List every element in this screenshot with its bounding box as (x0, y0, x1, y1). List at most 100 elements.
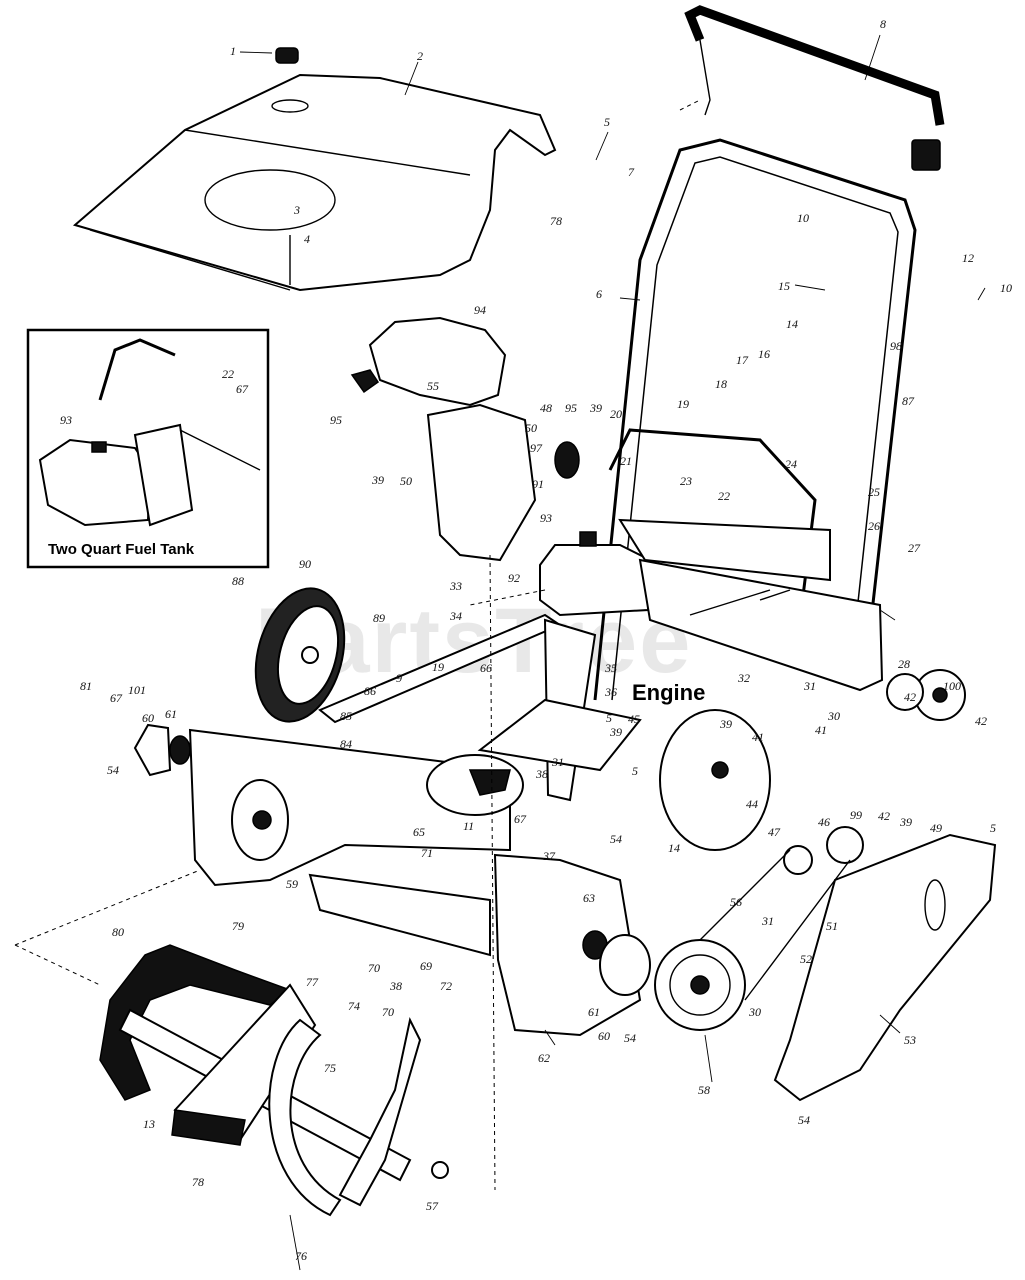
callout-number: 92 (508, 571, 520, 585)
callout-number: 66 (480, 661, 492, 675)
callout-number: 77 (306, 975, 319, 989)
callout-number: 90 (299, 557, 311, 571)
callout-number: 38 (535, 767, 548, 781)
auger-housing (188, 728, 651, 1037)
callout-number: 86 (364, 684, 376, 698)
callout-number: 71 (421, 846, 433, 860)
callout-number: 70 (368, 961, 380, 975)
callout-number: 5 (606, 711, 612, 725)
callout-number: 80 (112, 925, 124, 939)
callout-number: 84 (340, 737, 352, 751)
callout-number: 39 (899, 815, 912, 829)
callout-number: 25 (868, 485, 880, 499)
callout-number: 26 (868, 519, 880, 533)
callout-number: 62 (538, 1051, 550, 1065)
callout-number: 19 (677, 397, 689, 411)
callout-number: 16 (758, 347, 770, 361)
callout-number: 41 (815, 723, 827, 737)
callout-number: 5 (604, 115, 610, 129)
callout-number: 74 (348, 999, 360, 1013)
top-cover (72, 47, 557, 292)
callout-number: 30 (748, 1005, 761, 1019)
callout-number: 41 (752, 730, 764, 744)
callout-number: 81 (80, 679, 92, 693)
callout-number: 18 (715, 377, 727, 391)
callout-number: 72 (440, 979, 452, 993)
callout-number: 99 (850, 808, 862, 822)
callout-number: 100 (943, 679, 961, 693)
callout-number: 39 (719, 717, 732, 731)
callout-numbers: 1 2 3 4 5 78 7 8 10 15 12 10 14 98 6 94 … (80, 17, 1012, 1263)
callout-number: 38 (389, 979, 402, 993)
callout-number: 39 (371, 473, 384, 487)
callout-number: 54 (798, 1113, 810, 1127)
callout-number: 2 (417, 49, 423, 63)
callout-number: 63 (583, 891, 595, 905)
callout-number: 14 (786, 317, 798, 331)
callout-number: 45 (628, 712, 640, 726)
callout-number: 5 (632, 764, 638, 778)
callout-number: 95 (565, 401, 577, 415)
callout-number: 42 (975, 714, 987, 728)
callout-number: 78 (192, 1175, 204, 1189)
callout-number: 39 (609, 725, 622, 739)
callout-number: 67 (110, 691, 123, 705)
callout-number: 75 (324, 1061, 336, 1075)
callout-number: 31 (803, 679, 816, 693)
callout-number: 15 (778, 279, 790, 293)
callout-number: 35 (604, 661, 617, 675)
frame (318, 518, 884, 802)
engine-label: Engine (632, 680, 705, 705)
callout-number: 6 (596, 287, 602, 301)
callout-number: 21 (620, 454, 632, 468)
inset-callout: 67 (236, 382, 249, 396)
callout-number: 11 (463, 819, 474, 833)
callout-number: 50 (525, 421, 537, 435)
callout-number: 31 (551, 755, 564, 769)
callout-number: 37 (542, 849, 556, 863)
callout-number: 19 (432, 660, 444, 674)
callout-number: 56 (730, 895, 742, 909)
discharge-chute (350, 316, 580, 562)
callout-number: 13 (143, 1117, 155, 1131)
callout-number: 65 (413, 825, 425, 839)
callout-number: 8 (880, 17, 886, 31)
callout-number: 42 (904, 690, 916, 704)
callout-number: 48 (540, 401, 552, 415)
callout-number: 24 (785, 457, 797, 471)
callout-number: 79 (232, 919, 244, 933)
callout-number: 98 (890, 339, 902, 353)
wheel (254, 587, 346, 723)
callout-number: 94 (474, 303, 486, 317)
callout-number: 32 (737, 671, 750, 685)
callout-number: 76 (295, 1249, 307, 1263)
callout-number: 31 (761, 914, 774, 928)
callout-number: 61 (165, 707, 177, 721)
callout-number: 78 (550, 214, 562, 228)
callout-number: 10 (797, 211, 809, 225)
callout-number: 51 (826, 919, 838, 933)
bearing-plate (133, 723, 191, 777)
belt-drive (654, 669, 997, 1102)
callout-number: 50 (400, 474, 412, 488)
callout-number: 61 (588, 1005, 600, 1019)
callout-number: 34 (449, 609, 462, 623)
callout-number: 88 (232, 574, 244, 588)
callout-number: 67 (514, 812, 527, 826)
callout-number: 57 (426, 1199, 439, 1213)
callout-number: 47 (768, 825, 781, 839)
callout-number: 14 (668, 841, 680, 855)
callout-number: 58 (698, 1083, 710, 1097)
callout-number: 54 (624, 1031, 636, 1045)
callout-number: 46 (818, 815, 830, 829)
callout-number: 93 (540, 511, 552, 525)
callout-number: 69 (420, 959, 432, 973)
callout-number: 70 (382, 1005, 394, 1019)
callout-number: 17 (736, 353, 749, 367)
callout-number: 44 (746, 797, 758, 811)
callout-number: 36 (604, 685, 617, 699)
auger-impeller (99, 944, 449, 1217)
callout-number: 85 (340, 709, 352, 723)
callout-number: 1 (230, 44, 236, 58)
